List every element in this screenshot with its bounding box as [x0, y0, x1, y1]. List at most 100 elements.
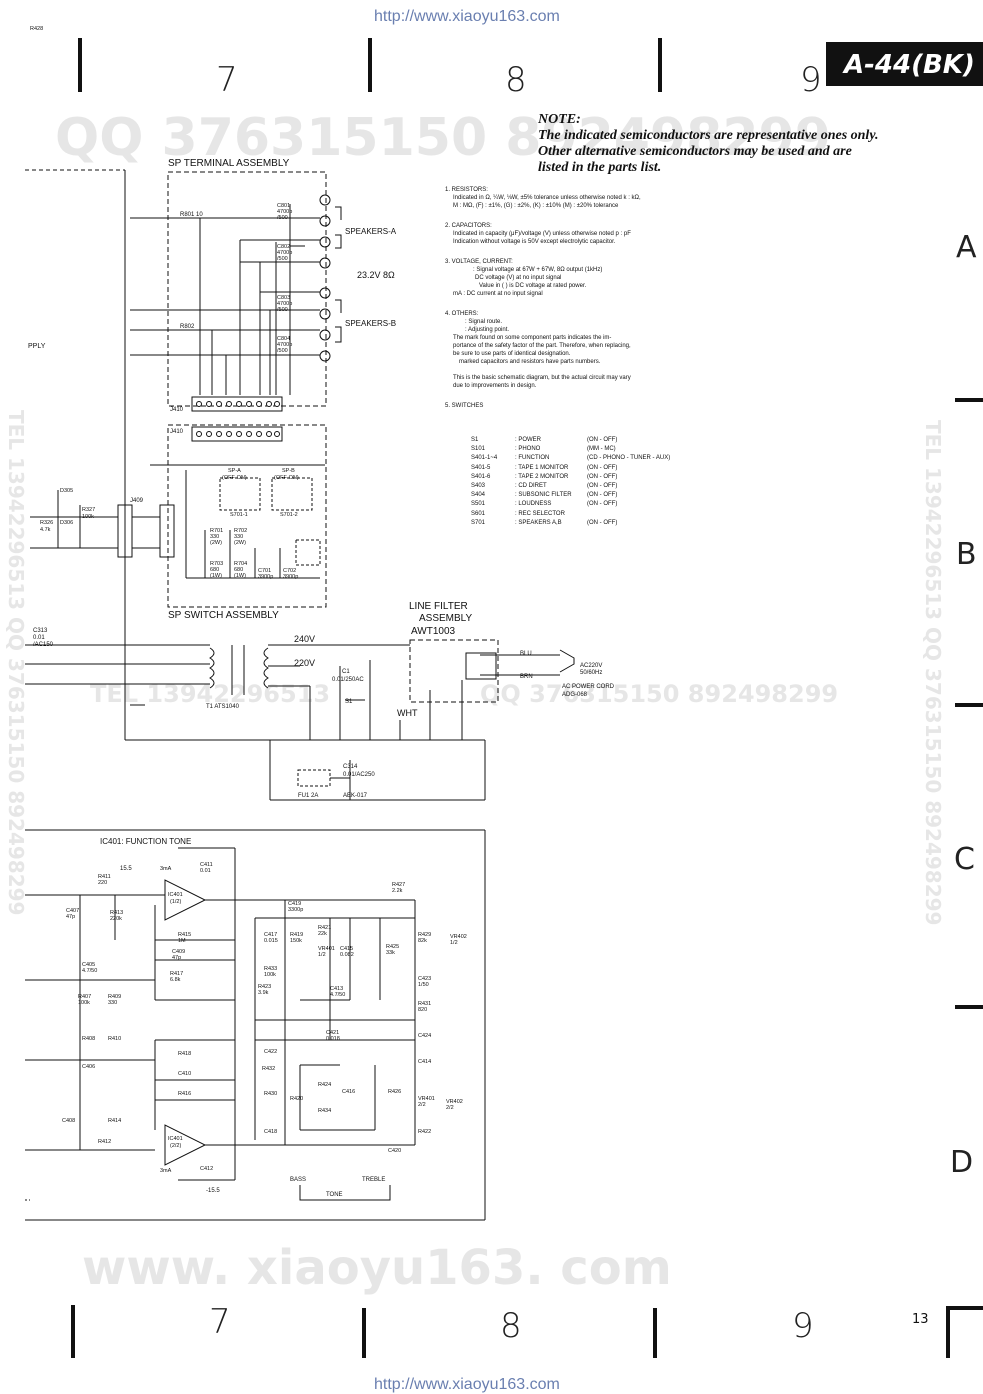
treble-label: TREBLE: [362, 1177, 385, 1183]
switch-cell: : FUNCTION: [515, 455, 550, 462]
watermark-mid-left: TEL 13942296513: [90, 680, 331, 708]
c801-value: 4700p: [277, 209, 292, 215]
r701-rating: (2W): [210, 540, 222, 546]
source-url-bottom[interactable]: http://www.xiaoyu163.com: [374, 1376, 560, 1393]
part-label: C410: [178, 1071, 191, 1077]
ac-input: AC220V: [580, 663, 602, 669]
switch-cell: S404: [471, 492, 486, 499]
part-label: R426: [388, 1089, 401, 1095]
legend-heading: 5. SWITCHES: [445, 403, 484, 409]
s1-label: S1: [345, 699, 353, 705]
c313-value: 0.01: [33, 635, 45, 641]
switch-cell: S701: [471, 519, 486, 526]
part-label: R420: [290, 1096, 303, 1102]
s701-1-label: S701-1: [230, 512, 248, 518]
part-label: R414: [108, 1118, 121, 1124]
switch-cell: S401-6: [471, 473, 491, 480]
c801-voltage: /500: [277, 215, 288, 221]
switch-cell: S101: [471, 446, 486, 453]
switch-cell: : PHONO: [515, 446, 541, 453]
transformer-label: T1 ATS1040: [206, 704, 240, 710]
part-label: R430: [264, 1091, 277, 1097]
legend-text: DC voltage (V) at no input signal: [475, 275, 562, 281]
column-number: 9: [800, 60, 822, 100]
part-label: C414: [418, 1059, 431, 1065]
c804-value: 4700p: [277, 342, 292, 348]
switch-cell: : POWER: [515, 437, 542, 443]
switch-cell: (ON - OFF): [587, 501, 618, 508]
r703-value: 680: [210, 567, 219, 573]
c1-label: C1: [342, 669, 350, 675]
legend-text: marked capacitors and resistors have par…: [459, 359, 601, 365]
speakers-a-label: SPEAKERS-A: [345, 227, 397, 236]
c313-voltage: /AC150: [33, 642, 54, 648]
r702-label: R702: [234, 528, 247, 534]
c702-value: 3900p: [283, 574, 298, 580]
switch-row: S1 : POWER (ON - OFF): [471, 436, 697, 445]
c701-label: C701: [258, 568, 271, 574]
row-letter: C: [954, 842, 975, 877]
switch-row: S401-6: TAPE 2 MONITOR(ON - OFF): [471, 473, 697, 482]
switch-cell: : SUBSONIC FILTER: [515, 492, 572, 499]
c802-label: C802: [277, 244, 290, 250]
part-label: R410: [108, 1036, 121, 1042]
r326-value: 4.7k: [40, 527, 51, 533]
r701-value: 330: [210, 534, 219, 540]
part-label: R432: [262, 1066, 275, 1072]
d306-label: D306: [60, 520, 73, 526]
c804-label: C804: [277, 336, 290, 342]
part-label: R424: [318, 1082, 331, 1088]
r326-label: R326: [40, 520, 53, 526]
switch-row: S501: LOUDNESS(ON - OFF): [471, 500, 697, 509]
tone-label: TONE: [326, 1192, 343, 1198]
switch-row: S101: PHONO(MM - MC): [471, 445, 697, 454]
wire-blu: BLU: [520, 651, 532, 657]
sp-terminal-label: SP TERMINAL ASSEMBLY: [168, 158, 290, 169]
line-filter-part: AWT1003: [411, 626, 456, 637]
source-url-top[interactable]: http://www.xiaoyu163.com: [374, 8, 560, 25]
switch-row: S601: REC SELECTOR: [471, 510, 697, 519]
legend-text: Indicated in Ω, ¼W, ⅛W, ±5% tolerance un…: [453, 195, 641, 201]
note-line: The indicated semiconductors are represe…: [538, 128, 879, 143]
switch-cell: : CD DIRET: [515, 483, 547, 490]
legend-heading: 1. RESISTORS:: [445, 187, 488, 193]
switch-cell: (ON - OFF): [587, 437, 618, 443]
legend-text: : Signal voltage at 67W + 67W, 8Ω output…: [473, 267, 603, 273]
d305-label: D305: [60, 488, 73, 494]
note-line: listed in the parts list.: [538, 160, 662, 175]
bass-label: BASS: [290, 1177, 306, 1183]
legend-text: This is the basic schematic diagram, but…: [453, 375, 631, 381]
ac-cord-label: AC POWER CORD: [562, 684, 615, 690]
supply-label: PPLY: [28, 343, 46, 350]
c701-value: 3900p: [258, 574, 273, 580]
c803-value: 4700p: [277, 301, 292, 307]
switch-cell: S1: [471, 437, 479, 443]
tone-section-title: IC401: FUNCTION TONE: [100, 837, 191, 846]
switch-row: S403: CD DIRET(ON - OFF): [471, 482, 697, 491]
spb-label: SP-B: [282, 468, 295, 474]
c1-value: 0.01/250AC: [332, 677, 364, 683]
watermark-bottom: www. xiaoyu163. com: [82, 1240, 672, 1296]
model-badge: A-44(BK): [826, 42, 983, 86]
part-label: R408: [82, 1036, 95, 1042]
switch-cell: : SPEAKERS A,B: [515, 519, 562, 526]
note-line: Other alternative semiconductors may be …: [538, 144, 852, 159]
c801-label: C801: [277, 203, 290, 209]
legend-text: Indicated in capacity (μF)/voltage (V) u…: [453, 231, 631, 237]
